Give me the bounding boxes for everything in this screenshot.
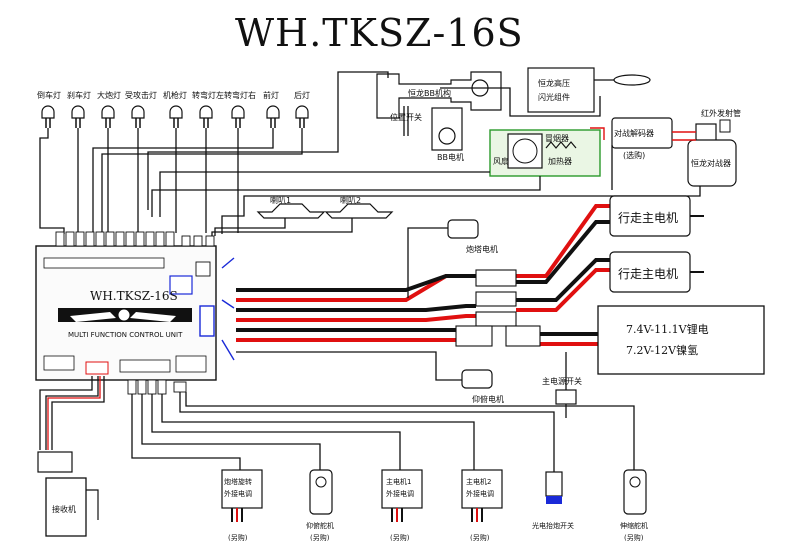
light-label-rear: 后灯 [294, 90, 310, 100]
fan-icon [507, 133, 543, 169]
speaker-2-label: 喇叭2 [340, 195, 361, 205]
battle-decoder-note: (选购) [623, 150, 645, 160]
receiver: 接收机 [37, 376, 105, 537]
heater-label: 加热器 [548, 156, 572, 166]
flash-tube-icon [613, 74, 651, 86]
bottom-3-label-2: 外接电调 [386, 489, 414, 498]
bulb-icon [41, 105, 55, 119]
flash-unit-label-2: 闪光组件 [538, 92, 570, 102]
turret-motor: 炮塔电机 [407, 219, 498, 298]
servo-icon [309, 469, 333, 515]
bottom-2-label-1: 仰俯舵机 [306, 521, 334, 530]
bottom-components: 炮塔旋转 外接电调 (另购) 仰俯舵机 (另购) 主电机1 外接电调 (另购) … [221, 469, 648, 542]
light-label-turn-right: 转弯灯右 [224, 90, 256, 100]
controller-subtitle: MULTI FUNCTION CONTROL UNIT [68, 331, 183, 339]
bottom-1-note: (另购) [228, 533, 248, 542]
light-label-front: 前灯 [263, 90, 279, 100]
bb-motor-label: BB电机 [437, 152, 464, 162]
bottom-4-label-1: 主电机2 [466, 477, 491, 486]
controller-board: WH.TKSZ-16S MULTI FUNCTION CONTROL UNIT [35, 231, 235, 395]
bottom-4-label-2: 外接电调 [466, 489, 494, 498]
power-wires [236, 204, 610, 346]
bulb-icon [169, 105, 183, 119]
bottom-3-note: (另购) [390, 533, 410, 542]
servo-icon [623, 469, 647, 515]
speakers: 喇叭1 喇叭2 [211, 195, 394, 236]
speaker-1-label: 喇叭1 [270, 195, 291, 205]
receiver-label: 接收机 [52, 504, 76, 514]
fan-label: 风扇 [493, 156, 509, 166]
elevation-motor-label: 仰俯电机 [472, 394, 504, 404]
battle-unit-label: 恒龙对战器 [691, 158, 731, 168]
bulb-icon [231, 105, 245, 119]
flash-unit-label-1: 恒龙高压 [538, 78, 570, 88]
battle-decoder-label: 对战解码器 [614, 128, 654, 138]
photo-switch-icon [545, 471, 563, 497]
main-switch-label: 主电源开关 [542, 376, 582, 386]
turret-motor-label: 炮塔电机 [466, 244, 498, 254]
drive-motor-2-label: 行走主电机 [618, 267, 678, 281]
light-label-mg: 机枪灯 [163, 90, 187, 100]
bottom-6-label-1: 伸缩舵机 [620, 521, 648, 530]
top-wires [147, 71, 701, 234]
bulb-icon [71, 105, 85, 119]
lights-row: 倒车灯 刹车灯 大炮灯 受攻击灯 机枪灯 转弯灯左 转弯灯右 前灯 后灯 [37, 90, 310, 234]
battery: 7.4V-11.1V锂电 7.2V-12V镍氢 [597, 305, 765, 375]
battery-label-nimh: 7.2V-12V镍氢 [626, 343, 698, 357]
bottom-5-label-1: 光电抬炮开关 [532, 521, 574, 530]
light-label-cannon: 大炮灯 [97, 90, 121, 100]
smoke-unit: 冒烟器 风扇 加热器 [489, 129, 601, 177]
battery-label-lithium: 7.4V-11.1V锂电 [626, 322, 709, 336]
switch-icon [555, 389, 577, 405]
battle-unit: 红外发射管 对战解码器 (选购) 恒龙对战器 [611, 108, 741, 187]
drive-motors: 行走主电机 行走主电机 [609, 195, 704, 293]
main-switch: 主电源开关 [542, 352, 582, 418]
light-label-hit: 受攻击灯 [125, 90, 157, 100]
heater-icon [545, 141, 577, 149]
flash-unit: 恒龙高压 闪光组件 [527, 67, 651, 113]
bulb-icon [295, 105, 309, 119]
light-label-reverse: 倒车灯 [37, 90, 61, 100]
bulb-icon [266, 105, 280, 119]
bottom-1-label-2: 外接电调 [224, 489, 252, 498]
ir-emitter-label: 红外发射管 [701, 108, 741, 118]
bb-motor-icon [438, 127, 456, 145]
bb-unit-label: 恒龙BB机构 [408, 88, 451, 98]
speaker-icon [324, 203, 394, 219]
light-label-brake: 刹车灯 [67, 90, 91, 100]
elevation-motor: 仰俯电机 [236, 351, 504, 404]
smoke-unit-label: 冒烟器 [545, 134, 569, 143]
bottom-wires [131, 392, 635, 472]
diagram-title: WH.TKSZ-16S [235, 11, 524, 55]
light-label-turn-left: 转弯灯左 [192, 90, 224, 100]
bulb-icon [199, 105, 213, 119]
bottom-2-note: (另购) [310, 533, 330, 542]
bottom-4-note: (另购) [470, 533, 490, 542]
controller-name: WH.TKSZ-16S [90, 289, 178, 303]
battery-plug-icon [455, 325, 493, 347]
bulb-icon [101, 105, 115, 119]
drive-motor-1-label: 行走主电机 [618, 211, 678, 225]
bb-unit: 恒龙BB机构 位置开关 BB电机 [376, 71, 502, 162]
position-switch-label: 位置开关 [390, 112, 422, 122]
bottom-1-label-1: 炮塔旋转 [224, 477, 252, 486]
ir-emitter-icon [719, 119, 731, 133]
motor-icon [461, 369, 493, 389]
bulb-icon [131, 105, 145, 119]
bottom-3-label-1: 主电机1 [386, 477, 411, 486]
motor-icon [447, 219, 479, 239]
speaker-icon [256, 203, 326, 219]
logo-icon [117, 308, 131, 322]
bottom-6-note: (另购) [624, 533, 644, 542]
